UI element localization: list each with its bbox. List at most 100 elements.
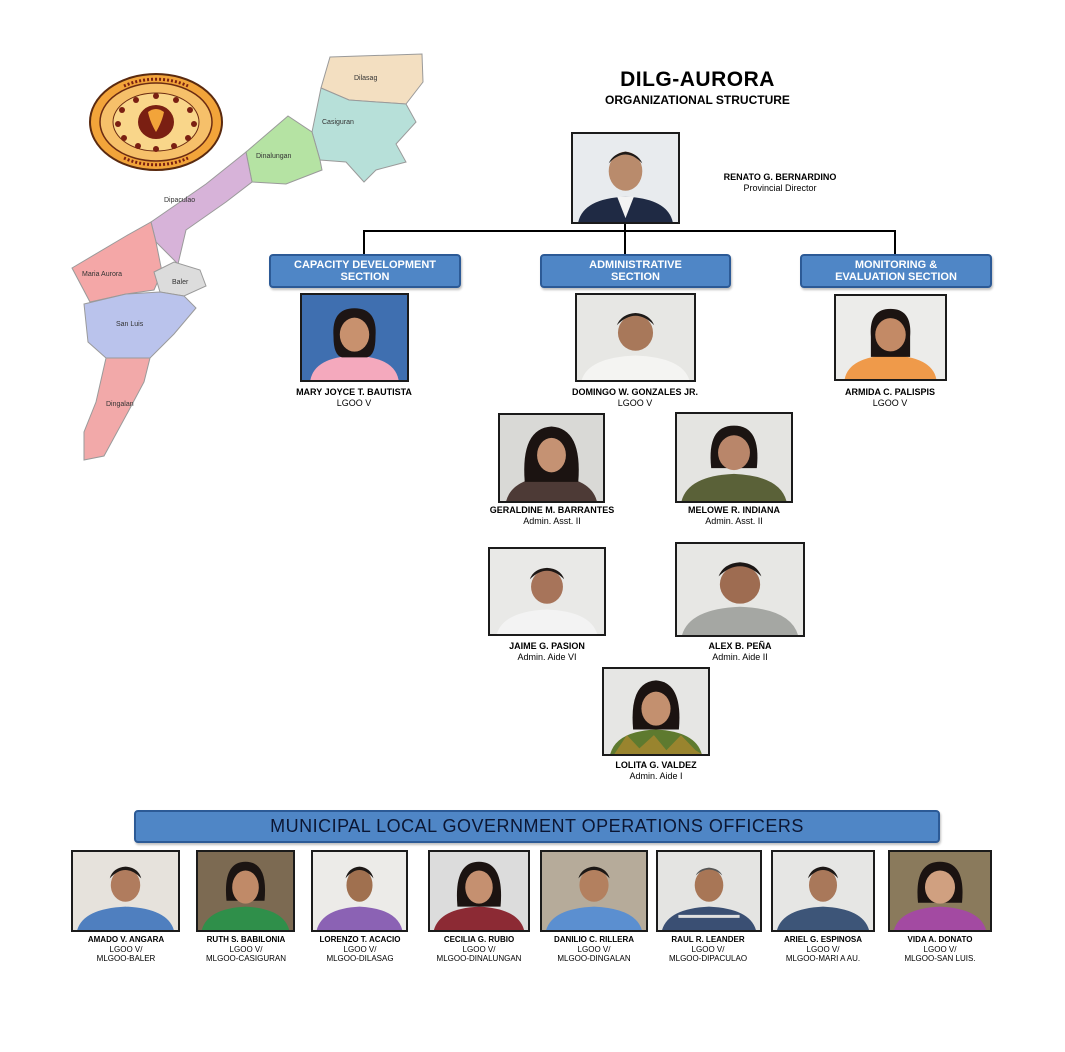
section-administrative: ADMINISTRATIVE SECTION: [540, 254, 731, 288]
mlgoo-caption: ARIEL G. ESPINOSA LGOO V/ MLGOO-MARI A A…: [753, 935, 893, 964]
mlgoo-photo: [196, 850, 295, 932]
section-label: MONITORING &: [854, 259, 938, 271]
person-name: GERALDINE M. BARRANTES: [489, 505, 615, 515]
person-position: LGOO V/: [109, 944, 143, 954]
connector-left-drop: [363, 230, 365, 254]
section-head-caption: MARY JOYCE T. BAUTISTA LGOO V: [264, 387, 444, 409]
section-capacity-development: CAPACITY DEVELOPMENT SECTION: [269, 254, 461, 288]
person-position: LGOO V: [336, 398, 372, 408]
section-head-caption: DOMINGO W. GONZALES JR. LGOO V: [545, 387, 725, 409]
person-position: Admin. Aide VI: [517, 652, 577, 662]
person-name: MELOWE R. INDIANA: [688, 505, 780, 515]
connector-center-drop: [624, 230, 626, 254]
person-station: MLGOO-CASIGURAN: [205, 954, 286, 963]
person-station: MLGOO-DIPACULAO: [668, 954, 748, 963]
person-name: ARIEL G. ESPINOSA: [783, 935, 863, 944]
mlgoo-photo: [71, 850, 180, 932]
section-head-caption: ARMIDA C. PALISPIS LGOO V: [800, 387, 980, 409]
mlgoo-photo: [540, 850, 648, 932]
mlgoo-photo: [771, 850, 875, 932]
person-position: Admin. Asst. II: [523, 516, 581, 526]
staff-caption: GERALDINE M. BARRANTES Admin. Asst. II: [462, 505, 642, 527]
person-name: RUTH S. BABILONIA: [206, 935, 286, 944]
person-name: LOLITA G. VALDEZ: [615, 760, 697, 770]
page-title: DILG-AURORA: [620, 68, 775, 91]
section-monitoring-evaluation: MONITORING & EVALUATION SECTION: [800, 254, 992, 288]
person-station: MLGOO-BALER: [96, 954, 156, 963]
mlgoo-caption: CECILIA G. RUBIO LGOO V/ MLGOO-DINALUNGA…: [409, 935, 549, 964]
mlgoo-photo: [311, 850, 408, 932]
staff-caption: JAIME G. PASION Admin. Aide VI: [457, 641, 637, 663]
person-name: DOMINGO W. GONZALES JR.: [571, 387, 698, 397]
section-label: ADMINISTRATIVE: [589, 259, 682, 271]
person-position: LGOO V/: [806, 944, 840, 954]
person-station: MLGOO-MARI A AU.: [785, 954, 861, 963]
map-label-maria-aurora: Maria Aurora: [82, 271, 122, 278]
person-position: LGOO V/: [923, 944, 957, 954]
person-position: LGOO V: [872, 398, 908, 408]
mlgoo-caption: RUTH S. BABILONIA LGOO V/ MLGOO-CASIGURA…: [176, 935, 316, 964]
director-caption: RENATO G. BERNARDINO Provincial Director: [690, 172, 870, 194]
person-position: LGOO V/: [343, 944, 377, 954]
mlgoo-photo: [428, 850, 530, 932]
map-label-dinalungan: Dinalungan: [256, 153, 292, 160]
mlgoo-caption: RAUL R. LEANDER LGOO V/ MLGOO-DIPACULAO: [638, 935, 778, 964]
map-label-dilasag: Dilasag: [354, 75, 377, 82]
staff-caption: LOLITA G. VALDEZ Admin. Aide I: [566, 760, 746, 782]
staff-photo: [675, 412, 793, 503]
mlgoo-photo: [656, 850, 762, 932]
person-name: CECILIA G. RUBIO: [443, 935, 515, 944]
person-station: MLGOO-DILASAG: [326, 954, 394, 963]
map-label-san-luis: San Luis: [116, 321, 144, 328]
director-position: Provincial Director: [743, 183, 817, 193]
person-position: LGOO V/: [229, 944, 263, 954]
person-name: JAIME G. PASION: [509, 641, 585, 651]
section-label: SECTION: [340, 271, 390, 283]
connector-director-down: [624, 224, 626, 231]
map-label-dingalan: Dingalan: [106, 401, 134, 408]
person-position: LGOO V: [617, 398, 653, 408]
staff-photo: [498, 413, 605, 503]
aurora-province-map: Dilasag Casiguran Dinalungan Dipaculao M…: [66, 52, 436, 462]
person-name: MARY JOYCE T. BAUTISTA: [296, 387, 412, 397]
map-label-baler: Baler: [172, 279, 189, 286]
section-head-photo: [300, 293, 409, 382]
section-label: CAPACITY DEVELOPMENT: [294, 259, 436, 271]
mlgoo-caption: DANILIO C. RILLERA LGOO V/ MLGOO-DINGALA…: [524, 935, 664, 964]
person-name: VIDA A. DONATO: [907, 935, 973, 944]
section-label: EVALUATION SECTION: [835, 271, 957, 283]
mlgoo-banner: MUNICIPAL LOCAL GOVERNMENT OPERATIONS OF…: [134, 810, 940, 843]
person-name: LORENZO T. ACACIO: [319, 935, 401, 944]
mlgoo-caption: AMADO V. ANGARA LGOO V/ MLGOO-BALER: [56, 935, 196, 964]
person-name: AMADO V. ANGARA: [87, 935, 165, 944]
person-name: ALEX B. PEÑA: [708, 641, 772, 651]
person-position: LGOO V/: [691, 944, 725, 954]
staff-caption: ALEX B. PEÑA Admin. Aide II: [650, 641, 830, 663]
connector-right-drop: [894, 230, 896, 254]
person-name: DANILIO C. RILLERA: [554, 935, 634, 944]
person-position: Admin. Asst. II: [705, 516, 763, 526]
section-head-photo: [834, 294, 947, 381]
staff-photo: [675, 542, 805, 637]
section-label: SECTION: [611, 271, 660, 283]
map-label-casiguran: Casiguran: [322, 119, 354, 126]
person-station: MLGOO-SAN LUIS.: [904, 954, 976, 963]
staff-photo: [488, 547, 606, 636]
staff-photo: [602, 667, 710, 756]
dilg-seal-logo: [88, 72, 224, 172]
mlgoo-photo: [888, 850, 992, 932]
mlgoo-caption: LORENZO T. ACACIO LGOO V/ MLGOO-DILASAG: [290, 935, 430, 964]
person-station: MLGOO-DINGALAN: [557, 954, 631, 963]
section-head-photo: [575, 293, 696, 382]
person-position: LGOO V/: [577, 944, 611, 954]
person-station: MLGOO-DINALUNGAN: [436, 954, 522, 963]
map-label-dipaculao: Dipaculao: [164, 197, 195, 204]
director-name: RENATO G. BERNARDINO: [723, 172, 837, 182]
person-position: Admin. Aide I: [629, 771, 683, 781]
page-subtitle: ORGANIZATIONAL STRUCTURE: [605, 93, 790, 107]
person-name: ARMIDA C. PALISPIS: [844, 387, 935, 397]
person-position: LGOO V/: [462, 944, 496, 954]
mlgoo-caption: VIDA A. DONATO LGOO V/ MLGOO-SAN LUIS.: [870, 935, 1010, 964]
person-name: RAUL R. LEANDER: [671, 935, 745, 944]
person-position: Admin. Aide II: [712, 652, 768, 662]
